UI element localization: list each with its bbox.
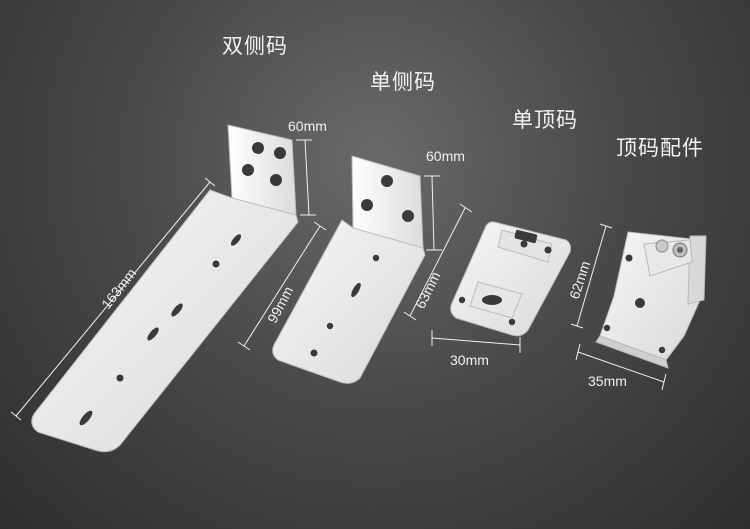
screw: [655, 239, 669, 253]
hole: [310, 349, 318, 357]
slot: [147, 327, 159, 341]
hole: [212, 260, 220, 268]
top-accessory-bracket: [570, 223, 707, 391]
label-single-top: 单顶码: [512, 108, 578, 132]
slot: [79, 410, 93, 426]
hole: [361, 199, 373, 211]
hole: [381, 175, 393, 187]
hole: [252, 142, 264, 154]
hole: [625, 254, 633, 262]
hole: [270, 174, 282, 186]
hole: [635, 298, 645, 308]
hole: [508, 318, 516, 326]
dim-top-width: 30mm: [450, 352, 489, 368]
slot: [171, 303, 183, 317]
slot: [514, 229, 538, 244]
single-top-bracket: [403, 203, 571, 353]
dim-accessory-width: 35mm: [588, 373, 627, 389]
label-double-side: 双侧码: [222, 34, 288, 58]
hole: [326, 322, 334, 330]
hole: [603, 324, 611, 332]
hole: [520, 240, 528, 248]
slot: [351, 282, 361, 298]
dim-double-height: 60mm: [288, 118, 327, 134]
hole: [458, 296, 466, 304]
hole: [544, 246, 552, 254]
label-top-accessory: 顶码配件: [616, 136, 704, 160]
dim-single-height: 60mm: [426, 148, 465, 164]
label-single-side: 单侧码: [370, 70, 436, 94]
single-side-bracket: [237, 155, 442, 384]
hole: [274, 147, 286, 159]
hole: [242, 164, 254, 176]
hole: [372, 254, 380, 262]
hole: [402, 210, 414, 222]
double-side-bracket: [10, 124, 316, 453]
slot: [482, 295, 502, 305]
hole: [658, 346, 666, 354]
hole: [116, 374, 124, 382]
slot: [230, 234, 242, 246]
